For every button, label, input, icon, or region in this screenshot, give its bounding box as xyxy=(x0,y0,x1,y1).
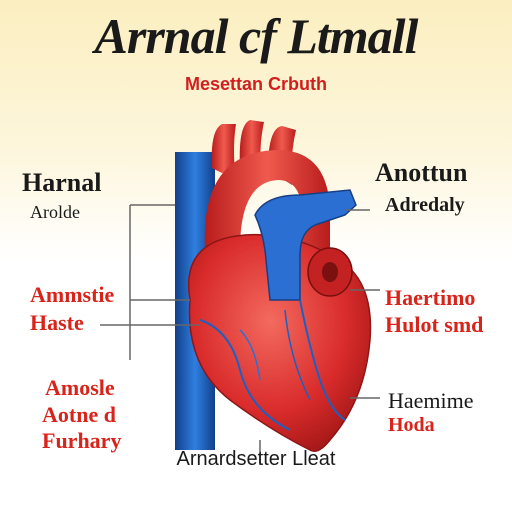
label-right-top-2: Adredaly xyxy=(385,194,465,216)
label-left-bot-3: Furhary xyxy=(42,428,122,453)
label-left-bot-2: Aotne d xyxy=(42,402,116,427)
pulmonary-vein xyxy=(322,262,338,282)
pulmonary-artery xyxy=(254,189,357,301)
diagram-title: Arrnal cf Ltmall xyxy=(94,8,419,64)
label-right-mid-1: Haertimo xyxy=(385,285,476,310)
label-left-top-1: Harnal xyxy=(22,168,102,197)
coronary-vessel xyxy=(299,299,346,421)
label-right-mid-2: Hulot smd xyxy=(385,312,484,337)
label-left-mid-2: Haste xyxy=(30,310,84,335)
label-right-bot-2: Hoda xyxy=(388,414,435,436)
label-bottom: Arnardsetter Lleat xyxy=(176,448,336,470)
coronary-vessel xyxy=(199,319,291,431)
coronary-vessel xyxy=(239,329,261,381)
aortic-arch xyxy=(204,150,330,250)
label-right-top-1: Anottun xyxy=(375,158,468,187)
label-left-mid-1: Ammstie xyxy=(30,282,115,307)
label-left-top-2: Arolde xyxy=(30,202,80,222)
label-right-bot-1: Haemime xyxy=(388,388,474,413)
coronary-vessel xyxy=(284,309,311,401)
label-left-bot-1: Amosle xyxy=(45,375,115,400)
diagram-subtitle: Mesettan Crbuth xyxy=(184,74,327,94)
